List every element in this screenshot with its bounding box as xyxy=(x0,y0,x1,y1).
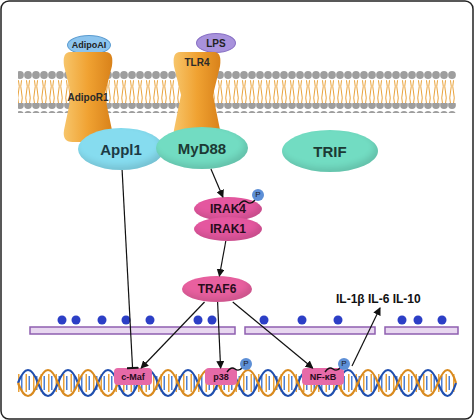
node-label: NF-κB xyxy=(310,372,337,382)
node-label: AdipoAI xyxy=(72,40,107,50)
secretion-arrow xyxy=(352,308,380,366)
node-label: Appl1 xyxy=(100,141,142,158)
cytokine-label: IL-1β IL-6 IL-10 xyxy=(336,292,421,306)
phospho-mark: P xyxy=(338,358,350,370)
node-label: c-Maf xyxy=(121,372,145,382)
signal-arrow xyxy=(219,241,225,276)
transcription-factor: p38 xyxy=(205,368,237,385)
node-label: MyD88 xyxy=(178,140,226,157)
nuclear-pores xyxy=(58,316,447,325)
node-label: TLR4 xyxy=(185,57,210,68)
inhibition-line xyxy=(122,170,132,368)
node-label: AdipoR1 xyxy=(67,92,108,103)
node-label: IRAK4 xyxy=(210,202,246,216)
phospho-mark: P xyxy=(252,189,264,201)
ligand-ellipse: LPS xyxy=(196,33,236,53)
node-label: IRAK1 xyxy=(210,222,246,236)
kinase-protein: IRAK1 xyxy=(194,217,262,241)
node-label: p38 xyxy=(213,372,229,382)
transcription-factor: c-Maf xyxy=(114,368,152,385)
dna-helix xyxy=(18,370,456,396)
signal-arrow xyxy=(141,302,204,368)
signal-arrow xyxy=(218,302,221,368)
node-label: TRAF6 xyxy=(198,282,237,296)
phospho-mark: P xyxy=(240,358,252,370)
node-label: LPS xyxy=(206,38,225,49)
dna-strand xyxy=(18,370,456,396)
nuclear-envelope xyxy=(245,327,375,334)
nuclear-envelope xyxy=(385,327,458,334)
node-label: TRIF xyxy=(313,143,346,160)
transcription-factor: NF-κB xyxy=(302,368,344,385)
dna-strand xyxy=(18,370,456,396)
signal-protein: TRAF6 xyxy=(182,276,252,302)
adaptor-protein: MyD88 xyxy=(156,127,248,169)
adaptor-protein: TRIF xyxy=(282,130,378,172)
nuclear-envelope xyxy=(30,327,235,334)
signal-arrow xyxy=(211,169,223,197)
adaptor-protein: Appl1 xyxy=(78,128,164,170)
nuclear-membrane xyxy=(30,316,458,335)
